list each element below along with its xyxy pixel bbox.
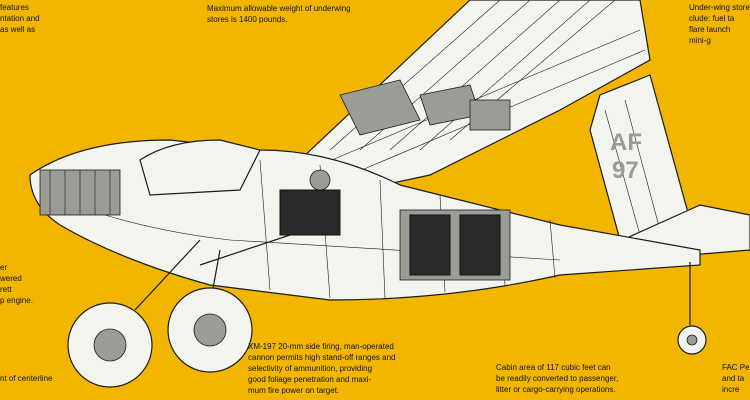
- caption-line: be readily converted to passenger,: [496, 374, 619, 383]
- caption-line: incre: [722, 385, 740, 394]
- cabin-section: [399, 209, 511, 281]
- caption-line: wered: [0, 274, 22, 283]
- caption-top-right: Under-wing stores clude: fuel ta flare l…: [689, 2, 750, 46]
- caption-cannon: XM-197 20-mm side firing, man-operated c…: [248, 341, 396, 396]
- caption-line: clude: fuel ta: [689, 14, 735, 23]
- tail-marking: AF: [610, 129, 642, 156]
- caption-top-left: features ntation and as well as: [0, 2, 40, 35]
- tail-wheel: [677, 262, 707, 355]
- cannon: [199, 169, 341, 266]
- caption-line: Under-wing stores: [689, 3, 750, 12]
- caption-line: ntation and: [0, 14, 40, 23]
- caption-cabin: Cabin area of 117 cubic feet can be read…: [496, 362, 618, 395]
- caption-bottom-left: nt of centerline: [0, 373, 52, 384]
- caption-line: flare launch: [689, 25, 731, 34]
- cockpit-canopy: [139, 139, 261, 196]
- caption-line: stores is 1400 pounds.: [207, 15, 288, 24]
- caption-underwing-weight: Maximum allowable weight of underwing st…: [207, 3, 351, 25]
- caption-line: as well as: [0, 25, 36, 34]
- tail-number: 97: [612, 157, 639, 184]
- caption-left-engine: er wered rett p engine.: [0, 262, 33, 306]
- caption-line: FAC Pe: [722, 363, 750, 372]
- caption-line: Maximum allowable weight of underwing: [207, 4, 351, 13]
- caption-line: good foliage penetration and maxi-: [248, 375, 372, 384]
- caption-line: features: [0, 3, 29, 12]
- caption-line: rett: [0, 285, 12, 294]
- wing: [298, 0, 651, 191]
- caption-line: nt of centerline: [0, 374, 53, 383]
- caption-line: er: [0, 263, 8, 272]
- caption-line: litter or cargo-carrying operations.: [496, 385, 616, 394]
- engine-section: [39, 169, 121, 216]
- caption-line: mini-g: [689, 36, 711, 45]
- main-landing-gear: [67, 239, 253, 388]
- tail-fin: AF 97: [589, 74, 691, 241]
- caption-line: p engine.: [0, 296, 33, 305]
- caption-line: selectivity of ammunition, providing: [248, 364, 373, 373]
- caption-line: mum fire power on target.: [248, 386, 340, 395]
- caption-line: Cabin area of 117 cubic feet can: [496, 363, 611, 372]
- caption-bottom-right: FAC Pe and ta incre: [722, 362, 750, 395]
- caption-line: and ta: [722, 374, 745, 383]
- caption-line: cannon permits high stand-off ranges and: [248, 353, 396, 362]
- caption-line: XM-197 20-mm side firing, man-operated: [248, 342, 394, 351]
